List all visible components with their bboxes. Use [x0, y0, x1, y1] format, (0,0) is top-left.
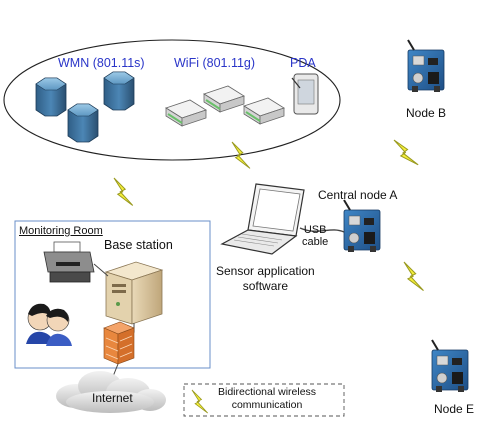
usb-cable-label: USB cable — [302, 224, 328, 248]
legend-box — [183, 383, 345, 417]
sensor-node-e-icon — [431, 339, 469, 393]
node-b-label: Node B — [406, 106, 447, 120]
laptop-label-line1: Sensor application — [216, 264, 315, 278]
pda-icon — [291, 73, 319, 115]
pda-label: PDA — [290, 56, 316, 70]
firewall-icon — [103, 321, 135, 365]
laptop-icon — [220, 183, 305, 255]
wmn-router-icon — [35, 77, 67, 117]
monitoring-room-frame — [14, 220, 211, 369]
internet-cloud-icon — [56, 371, 166, 413]
printer-icon — [43, 241, 95, 283]
central-node-label: Central node A — [318, 188, 398, 202]
sensor-node-a-icon — [343, 199, 381, 253]
wifi-label: WiFi (801.11g) — [174, 56, 256, 70]
server-icon — [104, 261, 164, 325]
node-e-label: Node E — [434, 402, 475, 416]
wireless-link-icon — [113, 177, 134, 206]
users-icon — [26, 303, 72, 346]
legend-line1: Bidirectional wireless — [218, 386, 317, 398]
wireless-link-icon — [403, 261, 425, 292]
usb-cable-line — [299, 227, 345, 233]
base-station-label: Base station — [104, 238, 173, 252]
wifi-access-point-icon — [165, 99, 207, 127]
printer-server-line — [93, 263, 109, 277]
monitoring-room-title: Monitoring Room — [19, 225, 103, 237]
wmn-router-icon — [67, 103, 99, 143]
laptop-label-line2: software — [242, 279, 289, 293]
wifi-access-point-icon — [243, 97, 285, 125]
wifi-access-point-icon — [203, 85, 245, 113]
sensor-node-b-icon — [407, 39, 445, 93]
legend-line2: communication — [231, 399, 303, 411]
usb-label-line2: cable — [302, 236, 329, 248]
laptop-label: Sensor application software — [216, 264, 315, 294]
internet-label: Internet — [92, 391, 133, 405]
legend-text: Bidirectional wireless communication — [218, 386, 316, 412]
wmn-router-icon — [103, 71, 135, 111]
wmn-label: WMN (801.11s) — [58, 56, 145, 70]
wireless-link-icon — [393, 136, 419, 169]
usb-label-line1: USB — [303, 224, 327, 236]
network-ellipse — [3, 39, 341, 161]
